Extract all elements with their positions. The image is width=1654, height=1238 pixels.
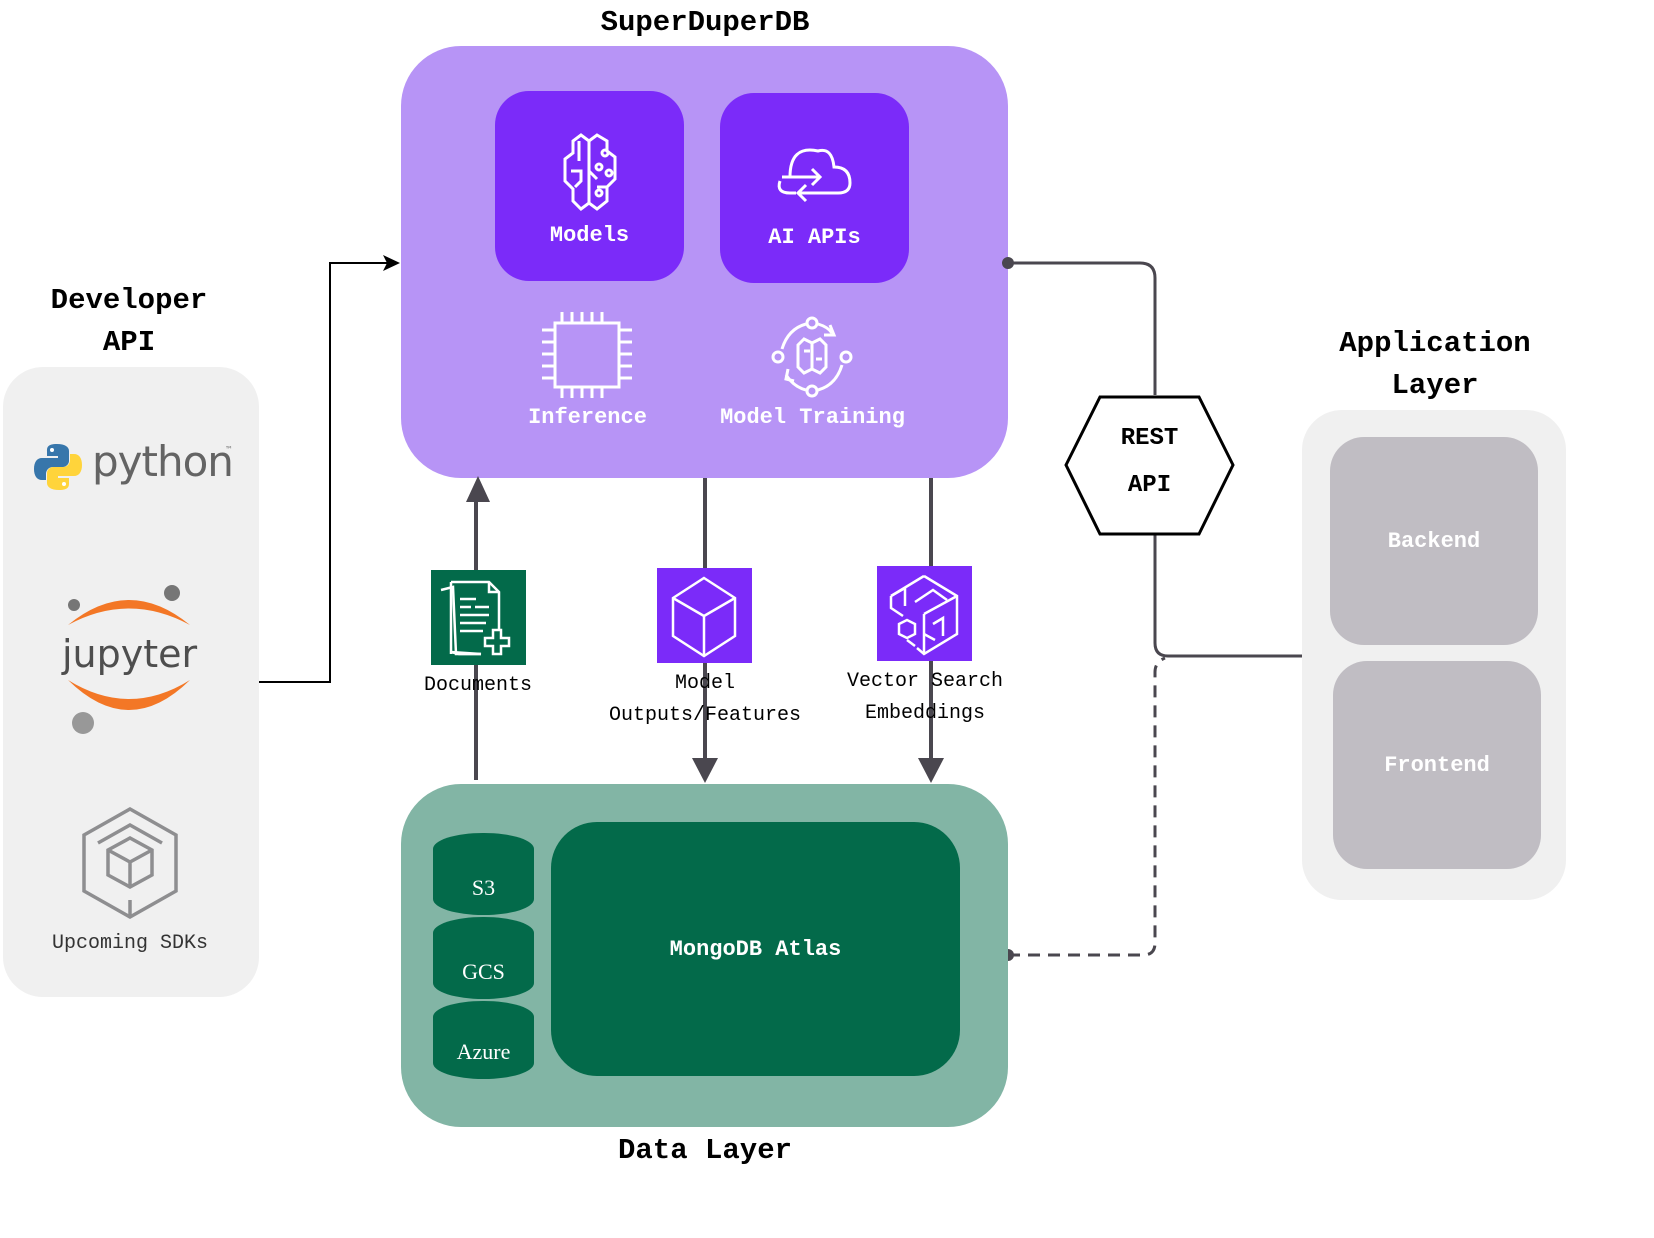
- application-layer-title-line2: Layer: [1391, 369, 1479, 402]
- cube-icon: [671, 576, 737, 658]
- brain-circuit-icon: [563, 133, 617, 211]
- sdk-cube-icon: [82, 806, 178, 920]
- inference-feature[interactable]: Inference: [505, 310, 670, 440]
- ai-apis-label: AI APIs: [768, 225, 861, 250]
- python-sdk[interactable]: python ™: [30, 435, 240, 495]
- gcs-store[interactable]: GCS: [433, 917, 534, 999]
- s3-store[interactable]: S3: [433, 833, 534, 915]
- rest-to-application-connector: [1153, 535, 1302, 658]
- developer-api-title-line2: API: [102, 326, 156, 359]
- backend-tile[interactable]: Backend: [1330, 437, 1538, 645]
- model-training-label: Model Training: [720, 405, 905, 430]
- documents-arrowhead: [466, 476, 490, 502]
- jupyter-sdk[interactable]: jupyter: [50, 580, 210, 740]
- mongodb-atlas-block[interactable]: MongoDB Atlas: [551, 822, 960, 1076]
- chip-icon: [542, 312, 632, 398]
- developer-api-arrowhead: [383, 255, 400, 271]
- application-layer-title-line1: Application: [1339, 327, 1531, 360]
- data-layer-title: Data Layer: [617, 1134, 793, 1167]
- model-outputs-label-line2: Outputs/Features: [608, 704, 802, 727]
- inference-label: Inference: [528, 405, 647, 430]
- model-outputs-label-line1: Model: [674, 672, 735, 695]
- documents-label: Documents: [423, 674, 533, 697]
- vector-search-label-line1: Vector Search: [846, 670, 1004, 693]
- rest-api-label-line1: REST: [1120, 425, 1179, 452]
- vector-search-arrowhead: [918, 758, 944, 783]
- model-outputs-arrowhead: [692, 758, 718, 783]
- python-label: python: [92, 437, 234, 486]
- cloud-sync-icon: [777, 148, 852, 203]
- documents-node[interactable]: [431, 570, 526, 665]
- trademark-label: ™: [225, 445, 233, 454]
- ai-apis-tile[interactable]: AI APIs: [720, 93, 909, 283]
- vector-blocks-icon: [889, 574, 959, 656]
- rest-api-hexagon: [1064, 395, 1235, 536]
- rest-api-label-line2: API: [1127, 472, 1172, 499]
- upcoming-sdks-label: Upcoming SDKs: [51, 932, 209, 955]
- data-layer-to-application-connector: [1008, 656, 1166, 957]
- brain-cycle-icon: [771, 316, 853, 398]
- models-tile[interactable]: Models: [495, 91, 684, 281]
- jupyter-label: jupyter: [62, 632, 198, 676]
- developer-api-connector: [259, 262, 390, 683]
- superduperdb-title: SuperDuperDB: [600, 6, 810, 39]
- superduperdb-to-rest-connector: [1008, 261, 1157, 395]
- developer-api-title-line1: Developer: [50, 284, 208, 317]
- upcoming-sdks: Upcoming SDKs: [20, 800, 240, 970]
- python-logo-icon: [34, 444, 82, 490]
- models-label: Models: [549, 223, 630, 248]
- vector-search-label-line2: Embeddings: [864, 702, 986, 725]
- vector-search-node[interactable]: [877, 566, 972, 661]
- jupyter-logo-icon: [68, 585, 190, 734]
- model-outputs-node[interactable]: [657, 568, 752, 663]
- azure-store[interactable]: Azure: [433, 1001, 534, 1079]
- documents-add-icon: [440, 580, 511, 656]
- model-training-feature[interactable]: Model Training: [690, 310, 935, 440]
- frontend-tile[interactable]: Frontend: [1333, 661, 1541, 869]
